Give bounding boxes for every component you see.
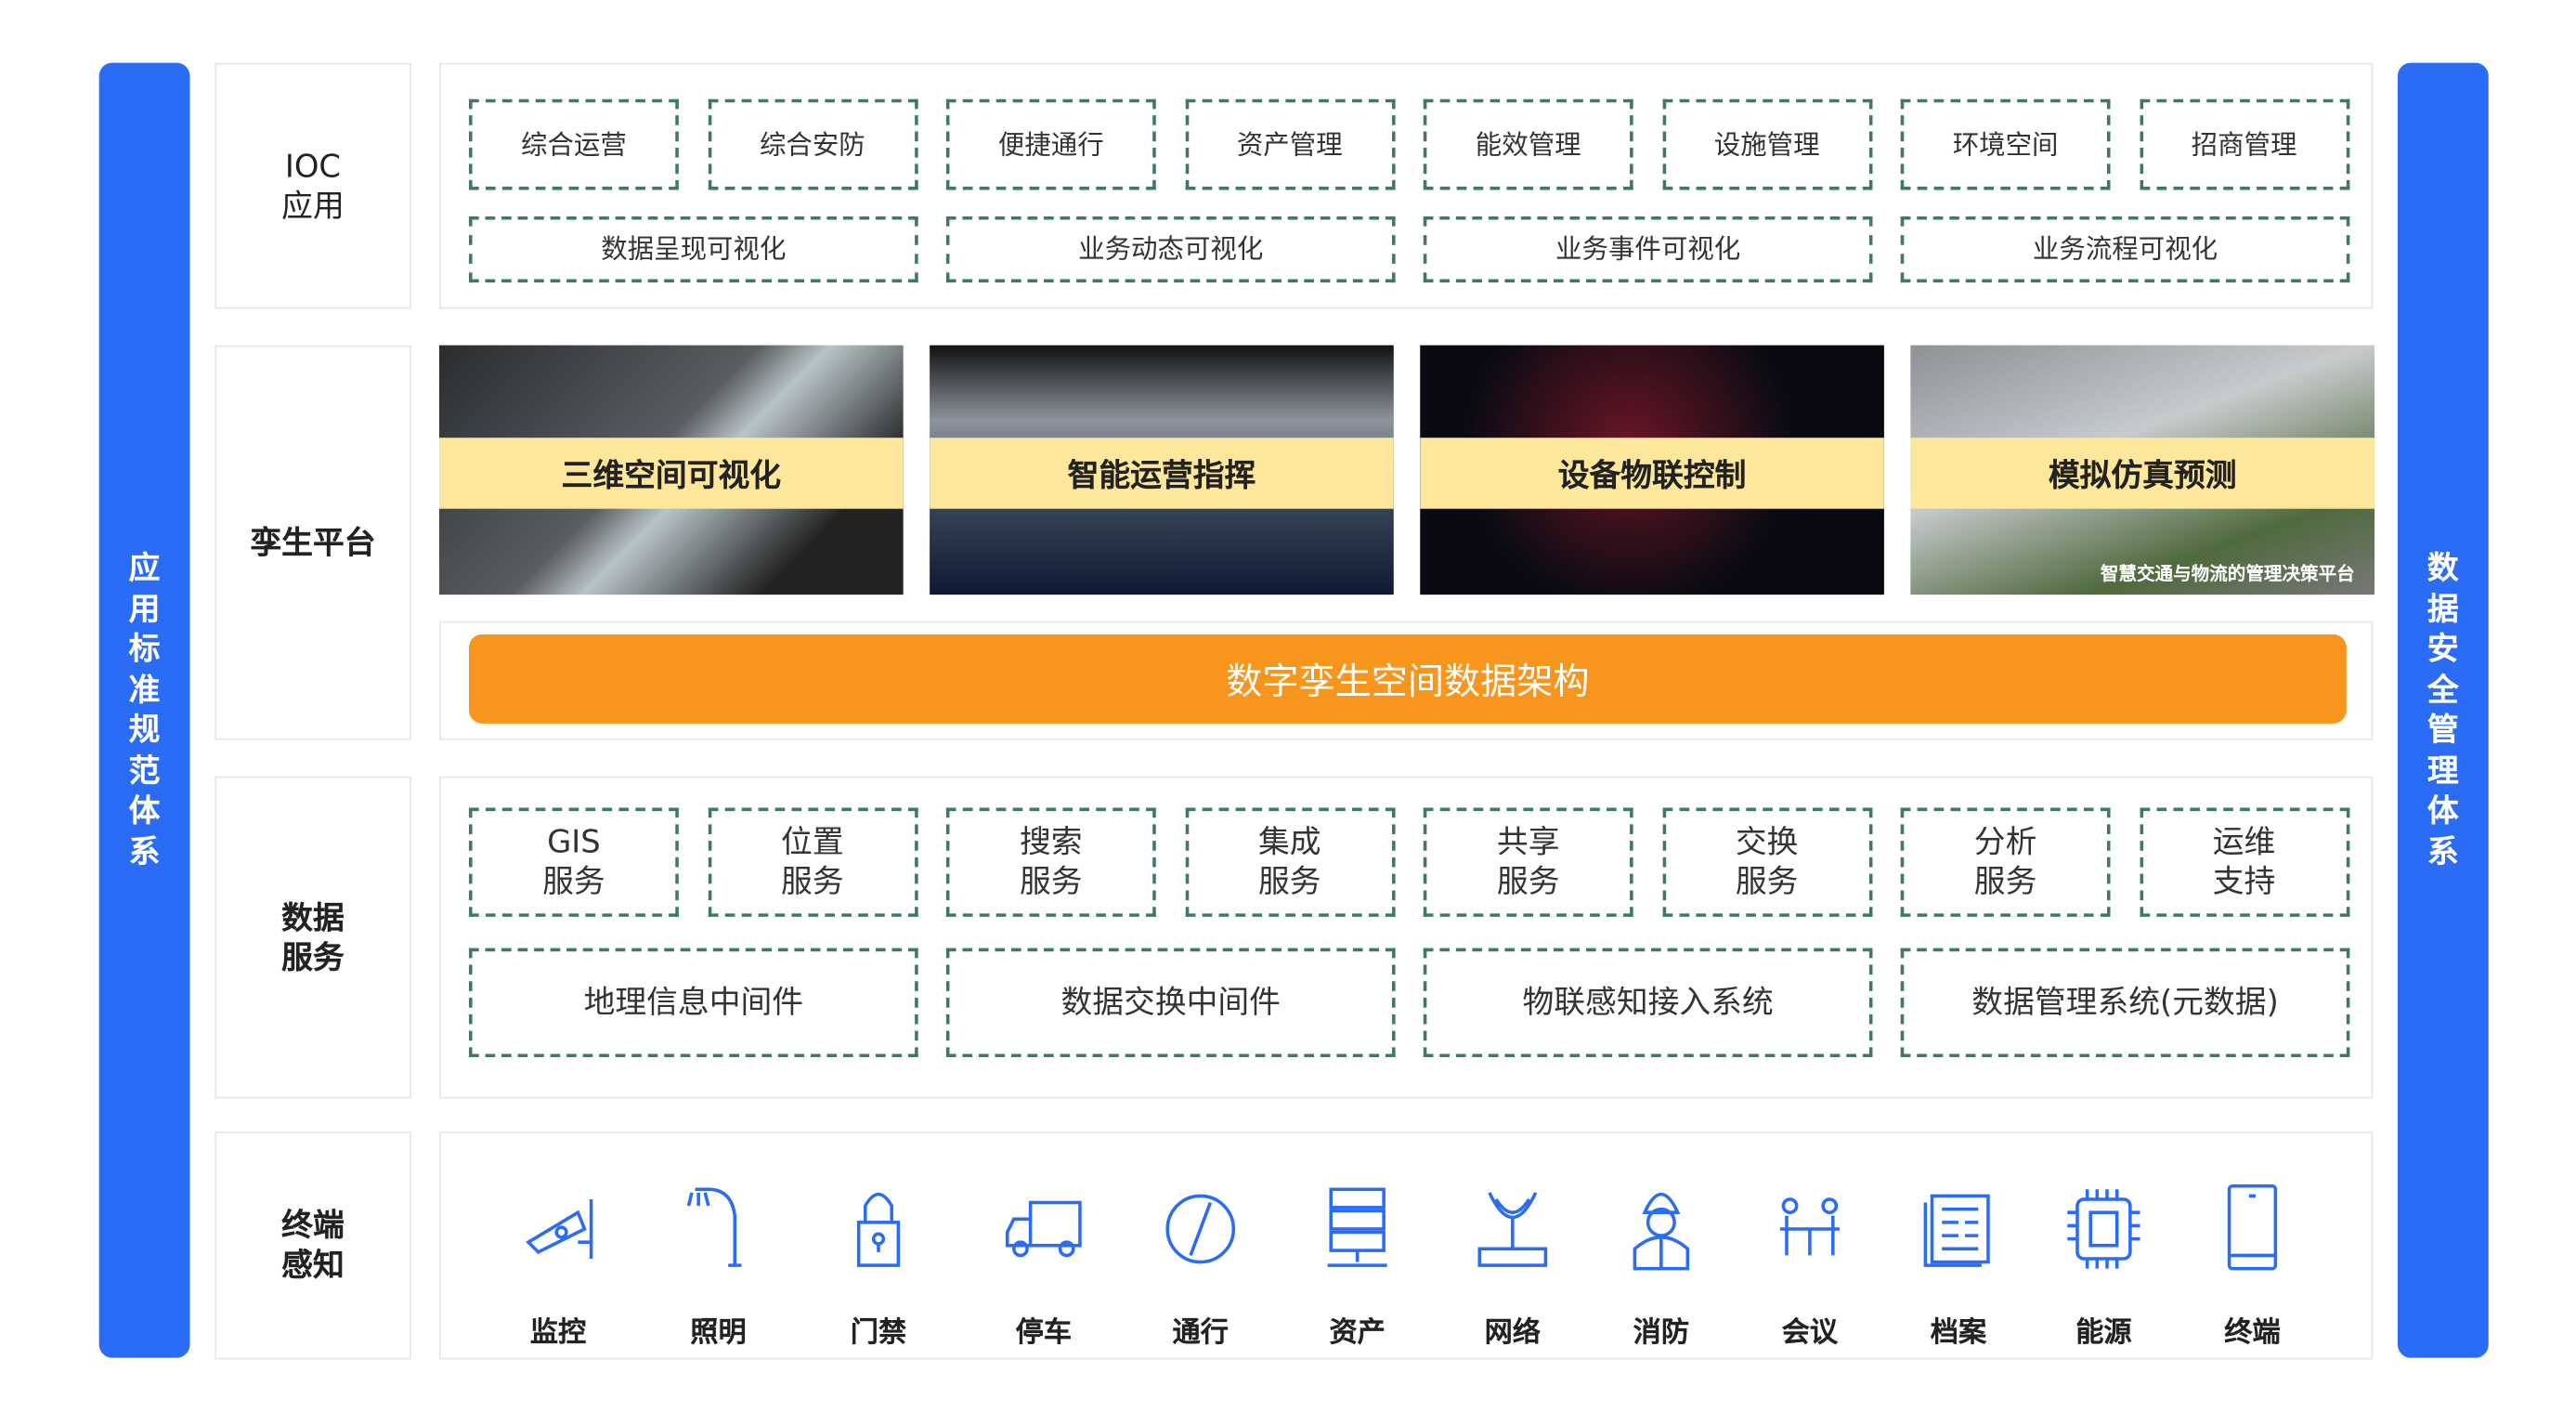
terminal-item-label: 监控	[529, 1316, 587, 1350]
service-box: 分析 服务	[1900, 807, 2111, 917]
sim-caption: 智慧交通与物流的管理决策平台	[2100, 563, 2355, 585]
ioc-app-box: 便捷通行	[945, 98, 1156, 190]
ioc-label: IOC 应用	[215, 62, 411, 309]
twin-card-ops[interactable]: 智能运营指挥	[930, 345, 1394, 595]
terminal-item-label: 停车	[1015, 1316, 1073, 1350]
ioc-app-box: 综合安防	[707, 98, 917, 190]
left-sidebar: 应用标准规范体系	[98, 62, 190, 1358]
terminal-item-street-lamp: 照明	[660, 1176, 775, 1350]
camera-icon	[501, 1176, 616, 1282]
terminal-item-label: 通行	[1172, 1316, 1229, 1350]
ioc-app-box: 能效管理	[1423, 98, 1633, 190]
right-sidebar-label: 数据安全管理体系	[2426, 550, 2459, 870]
architecture-bar: 数字孪生空间数据架构	[469, 634, 2347, 724]
middleware-box: 物联感知接入系统	[1423, 948, 1873, 1058]
no-entry-icon	[1143, 1176, 1258, 1282]
twin-card-3d[interactable]: 三维空间可视化	[439, 345, 904, 595]
terminal-item-camera: 监控	[501, 1176, 616, 1350]
terminal-item-label: 终端	[2224, 1316, 2281, 1350]
twin-card-title: 智能运营指挥	[930, 438, 1394, 509]
ioc-app-box: 招商管理	[2139, 98, 2349, 190]
ioc-app-box: 环境空间	[1900, 98, 2111, 190]
street-lamp-icon	[660, 1176, 775, 1282]
data-services-panel	[439, 776, 2374, 1099]
service-box: 共享 服务	[1423, 807, 1633, 917]
service-box: 集成 服务	[1184, 807, 1395, 917]
terminal-item-label: 网络	[1484, 1316, 1542, 1350]
router-icon	[1455, 1176, 1570, 1282]
terminal-item-chip: 能源	[2046, 1176, 2161, 1350]
twin-label: 孪生平台	[215, 345, 411, 740]
ioc-app-box: 资产管理	[1184, 98, 1395, 190]
service-box: 搜索 服务	[945, 807, 1156, 917]
ioc-visual-box: 业务流程可视化	[1900, 216, 2350, 283]
lock-icon	[821, 1176, 936, 1282]
firefighter-icon	[1604, 1176, 1719, 1282]
ioc-app-box: 设施管理	[1661, 98, 1872, 190]
terminal-item-server: 资产	[1299, 1176, 1414, 1350]
terminal-label: 终端 感知	[215, 1131, 411, 1360]
archive-icon	[1901, 1176, 2016, 1282]
ioc-panel	[439, 62, 2374, 309]
service-box: GIS 服务	[469, 807, 679, 917]
terminal-item-label: 会议	[1781, 1316, 1839, 1350]
data-services-label: 数据 服务	[215, 776, 411, 1099]
ioc-visual-box: 数据呈现可视化	[469, 216, 918, 283]
truck-icon	[986, 1176, 1101, 1282]
terminal-panel	[439, 1131, 2374, 1360]
terminal-item-label: 消防	[1633, 1316, 1690, 1350]
terminal-item-lock: 门禁	[821, 1176, 936, 1350]
chip-icon	[2046, 1176, 2161, 1282]
terminal-item-phone: 终端	[2194, 1176, 2309, 1350]
ioc-visual-box: 业务事件可视化	[1423, 216, 1873, 283]
terminal-item-label: 照明	[690, 1316, 747, 1350]
terminal-item-truck: 停车	[986, 1176, 1101, 1350]
middleware-box: 地理信息中间件	[469, 948, 918, 1058]
terminal-item-no-entry: 通行	[1143, 1176, 1258, 1350]
terminal-item-label: 资产	[1329, 1316, 1386, 1350]
twin-card-title: 设备物联控制	[1420, 438, 1884, 509]
terminal-item-meeting: 会议	[1752, 1176, 1867, 1350]
twin-card-iot[interactable]: 设备物联控制	[1420, 345, 1884, 595]
ioc-visual-box: 业务动态可视化	[945, 216, 1396, 283]
terminal-item-router: 网络	[1455, 1176, 1570, 1350]
service-box: 交换 服务	[1661, 807, 1872, 917]
ioc-app-box: 综合运营	[469, 98, 679, 190]
terminal-item-archive: 档案	[1901, 1176, 2016, 1350]
terminal-item-label: 能源	[2075, 1316, 2132, 1350]
service-box: 运维 支持	[2139, 807, 2349, 917]
meeting-icon	[1752, 1176, 1867, 1282]
middleware-box: 数据管理系统(元数据)	[1900, 948, 2350, 1058]
terminal-item-firefighter: 消防	[1604, 1176, 1719, 1350]
terminal-item-label: 门禁	[850, 1316, 907, 1350]
twin-card-title: 三维空间可视化	[439, 438, 904, 509]
middleware-box: 数据交换中间件	[945, 948, 1396, 1058]
twin-card-sim[interactable]: 模拟仿真预测智慧交通与物流的管理决策平台	[1910, 345, 2375, 595]
twin-card-title: 模拟仿真预测	[1910, 438, 2375, 509]
left-sidebar-label: 应用标准规范体系	[128, 550, 161, 870]
server-icon	[1299, 1176, 1414, 1282]
phone-icon	[2194, 1176, 2309, 1282]
right-sidebar: 数据安全管理体系	[2397, 62, 2489, 1358]
terminal-item-label: 档案	[1930, 1316, 1987, 1350]
service-box: 位置 服务	[707, 807, 917, 917]
